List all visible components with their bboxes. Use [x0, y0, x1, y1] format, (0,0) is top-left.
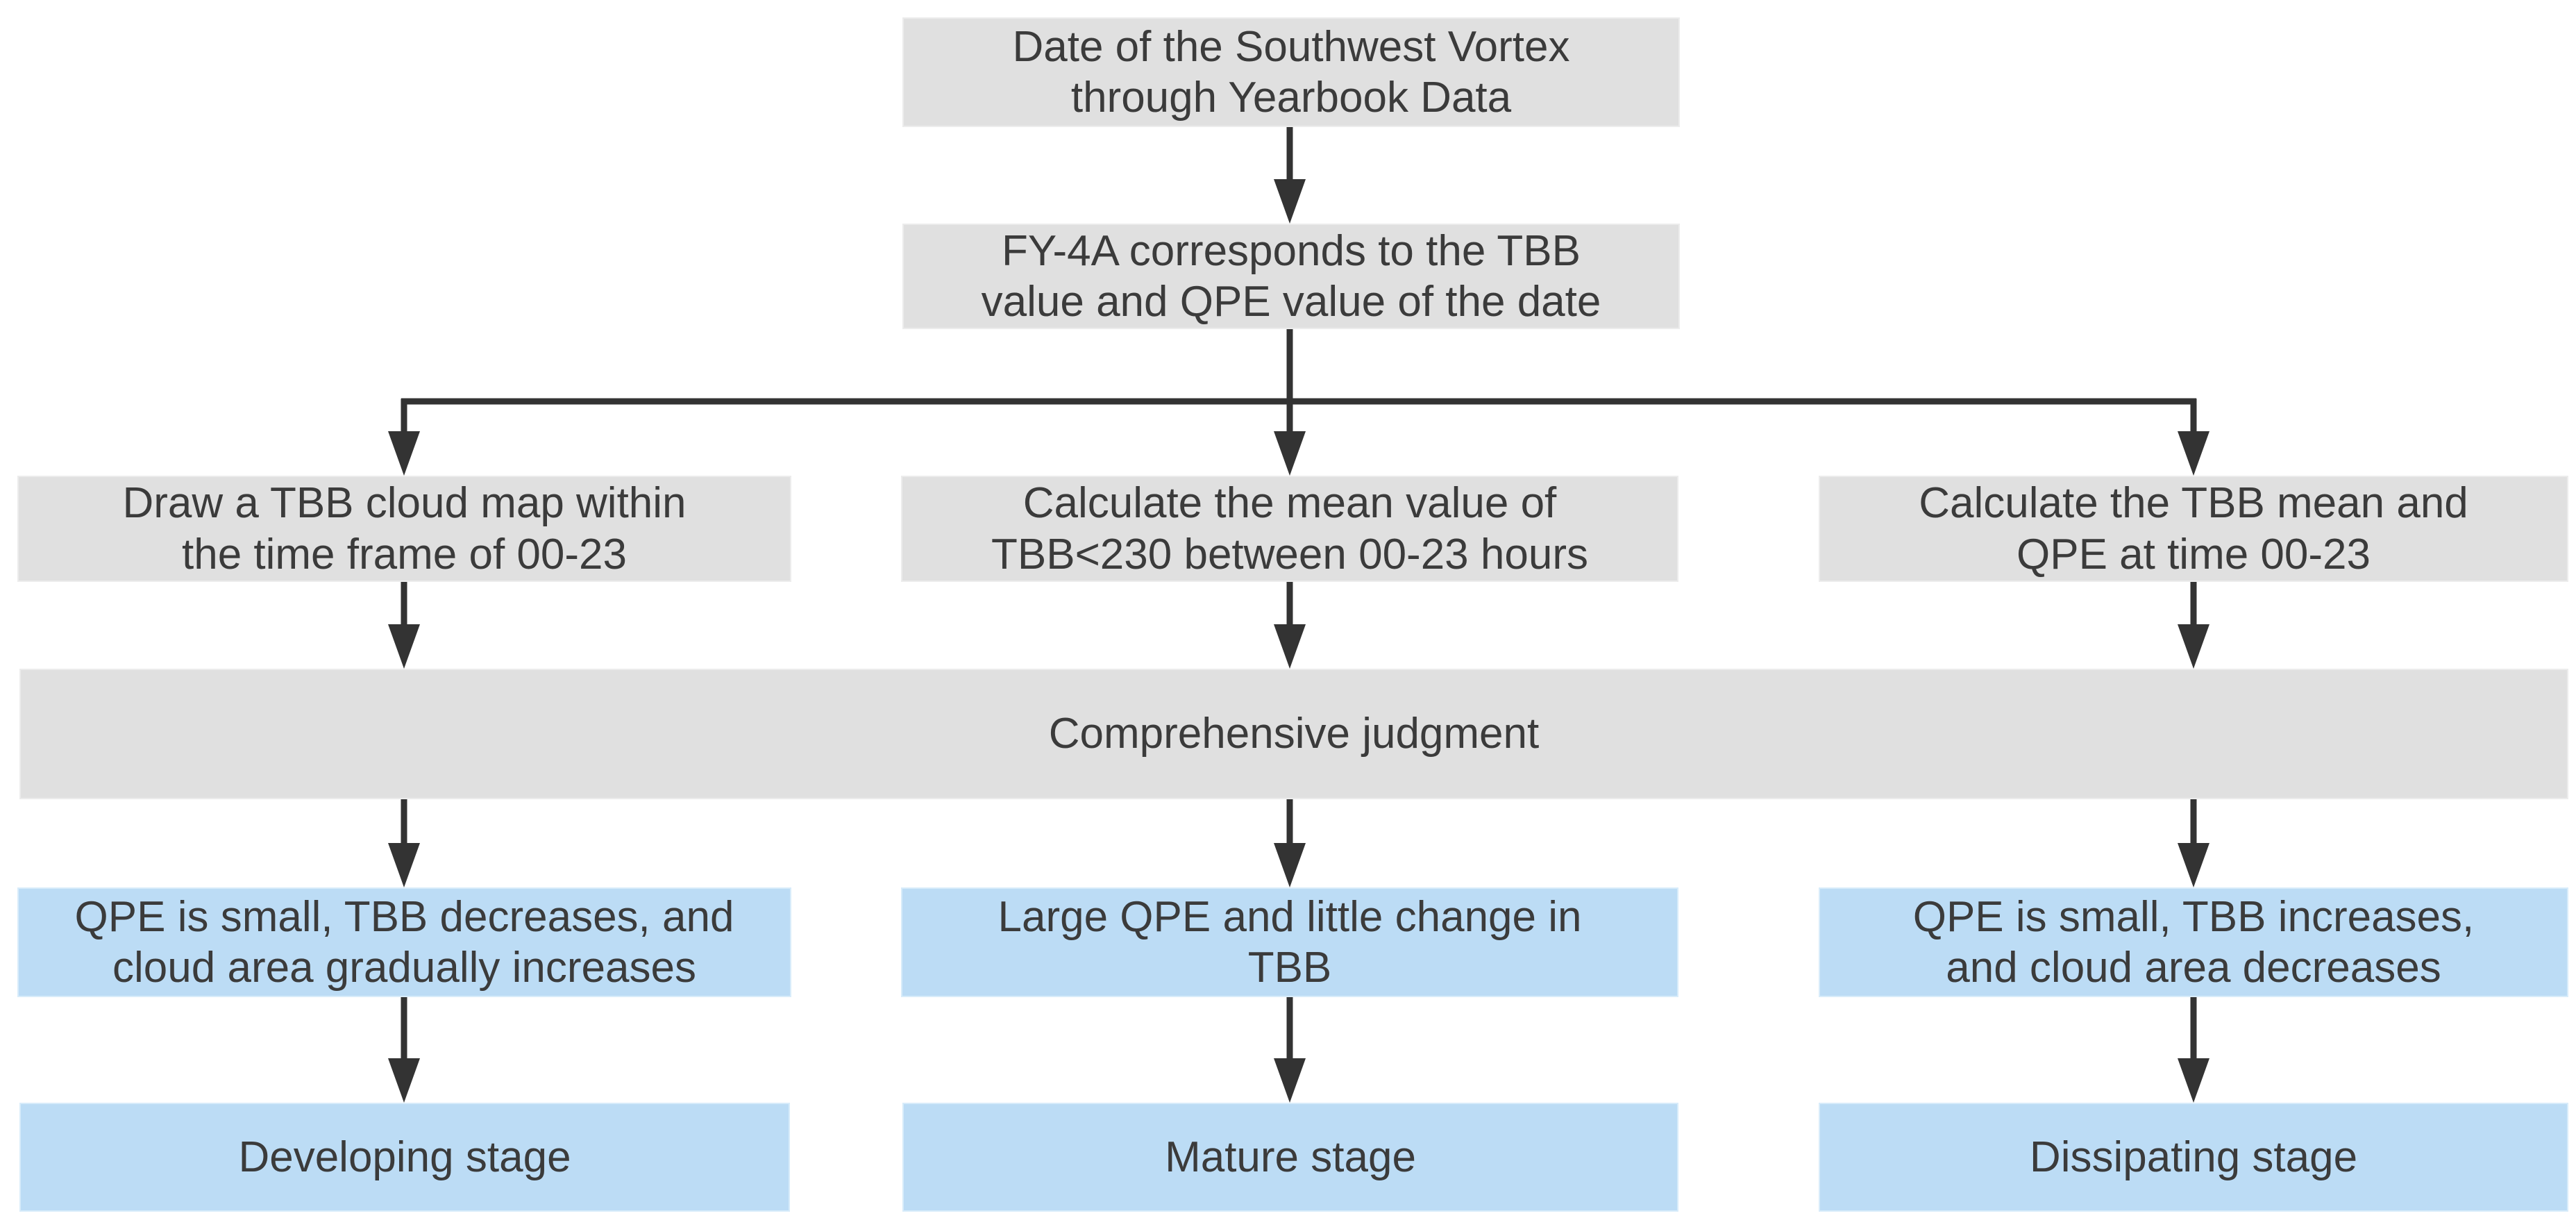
connector-branch-right-arrowhead	[2178, 431, 2209, 476]
connector-judgment-to-developing-cond-arrowhead	[388, 843, 420, 887]
connector-branch-middle-arrowhead	[1274, 431, 1306, 476]
node-comprehensive-judgment: Comprehensive judgment	[19, 669, 2568, 799]
connector-calc-to-judgment-arrowhead	[2178, 624, 2209, 669]
connector-judgment-to-dissipating-cond-arrowhead	[2178, 843, 2209, 887]
connector-cond-to-mature-stage-arrowhead	[1274, 1058, 1306, 1103]
connector-cond-to-developing-stage-arrowhead	[388, 1058, 420, 1103]
node-yearbook-date: Date of the Southwest Vortex through Yea…	[902, 17, 1680, 127]
connector-yearbook-to-fy4a-arrowhead	[1274, 179, 1306, 224]
node-dissipating-stage: Dissipating stage	[1819, 1103, 2568, 1212]
connector-draw-to-judgment-arrowhead	[388, 624, 420, 669]
node-fy4a-correspondence: FY-4A corresponds to the TBB value and Q…	[902, 224, 1680, 329]
node-mature-stage: Mature stage	[902, 1103, 1678, 1212]
connector-judgment-to-mature-cond-arrowhead	[1274, 843, 1306, 887]
connector-cond-to-dissipating-stage-arrowhead	[2178, 1058, 2209, 1103]
connector-branch-left-arrowhead	[388, 431, 420, 476]
node-mature-condition: Large QPE and little change in TBB	[901, 887, 1678, 997]
node-draw-tbb-cloud-map: Draw a TBB cloud map within the time fra…	[17, 476, 791, 582]
connector-mean-to-judgment-arrowhead	[1274, 624, 1306, 669]
node-developing-stage: Developing stage	[19, 1103, 790, 1212]
node-dissipating-condition: QPE is small, TBB increases, and cloud a…	[1819, 887, 2568, 997]
node-developing-condition: QPE is small, TBB decreases, and cloud a…	[17, 887, 791, 997]
node-calculate-tbb-qpe: Calculate the TBB mean and QPE at time 0…	[1819, 476, 2568, 582]
node-calculate-mean-tbb: Calculate the mean value of TBB<230 betw…	[901, 476, 1678, 582]
